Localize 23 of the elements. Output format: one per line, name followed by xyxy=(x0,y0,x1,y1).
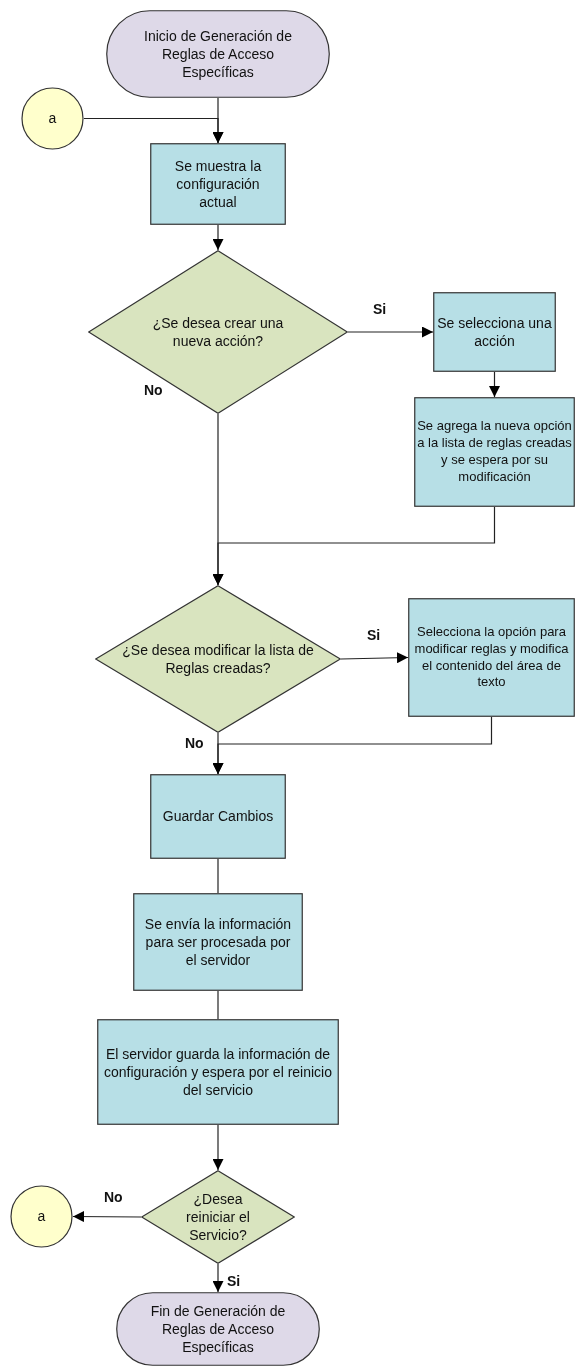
process-box: Se muestra la configuración actual xyxy=(150,143,286,225)
connector-line xyxy=(217,858,219,894)
decision-diamond: ¿Se desea modificar la lista de Reglas creadas? xyxy=(95,585,341,733)
process-box: Se agrega la nueva opción a la lista de reglas creadas y se espera por su modificación xyxy=(414,397,575,507)
arrow xyxy=(212,506,496,586)
arrow xyxy=(83,117,224,144)
connector-line xyxy=(217,990,219,1020)
arrow xyxy=(212,716,493,775)
arrow xyxy=(212,1124,224,1171)
process-box: El servidor guarda la información de configuración y espera por el reinicio del servicio xyxy=(97,1019,339,1125)
arrow xyxy=(212,1263,224,1293)
arrow xyxy=(72,1211,142,1223)
arrow xyxy=(347,326,434,338)
arrow xyxy=(489,371,500,398)
process-box: Selecciona la opción para modificar reglas y modifica el contenido del área de texto xyxy=(408,598,575,717)
arrow xyxy=(340,652,409,664)
connector-circle: a xyxy=(21,87,84,150)
process-box: Se selecciona una acción xyxy=(433,292,556,372)
process-box: Guardar Cambios xyxy=(150,774,286,859)
connector-circle: a xyxy=(10,1185,73,1248)
process-box: Se envía la información para ser procesada por el servidor xyxy=(133,893,303,991)
arrow xyxy=(212,224,224,251)
decision-diamond: ¿Desea reiniciar el Servicio? xyxy=(141,1170,295,1264)
